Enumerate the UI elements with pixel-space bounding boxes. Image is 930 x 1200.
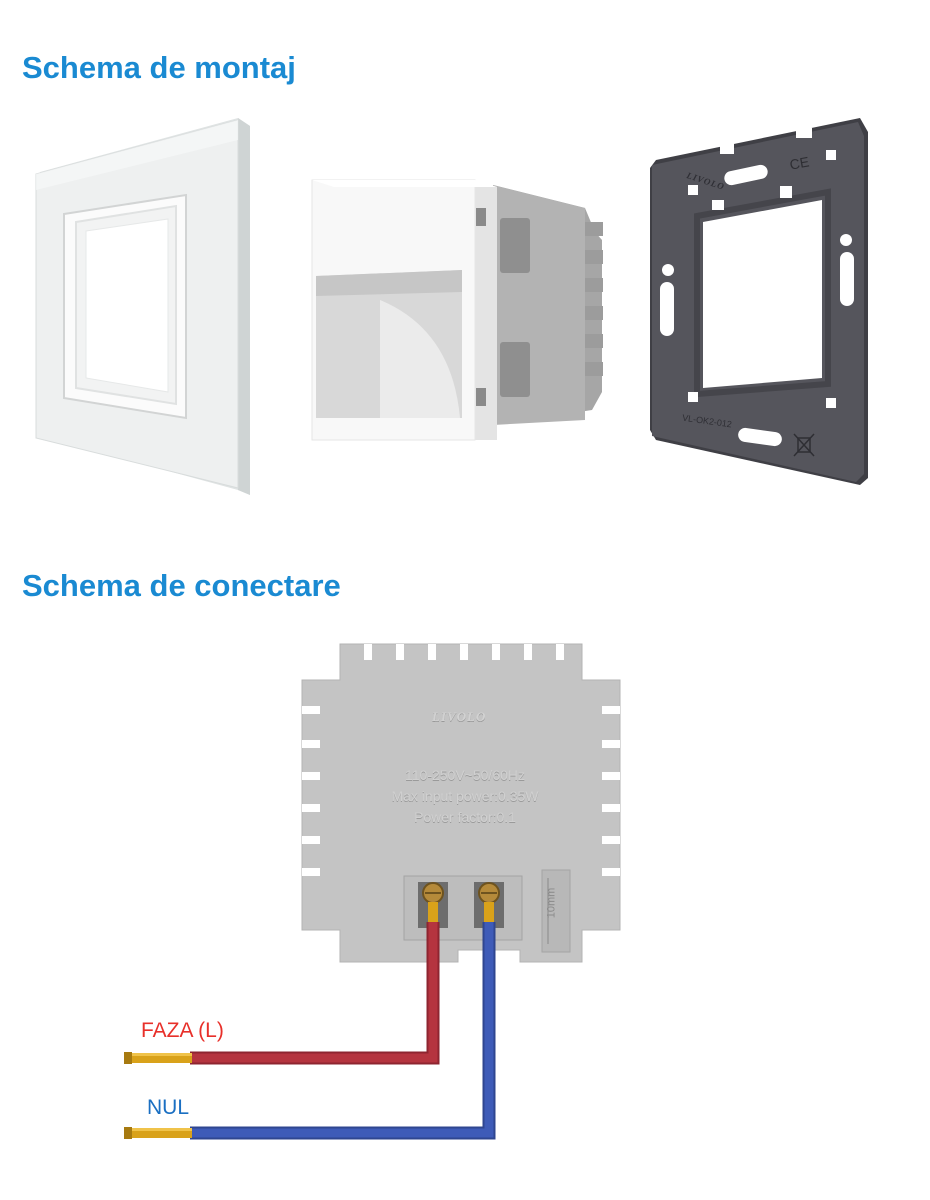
led-module-3d — [311, 179, 603, 441]
module-brand-logo: LIVOLO — [432, 709, 487, 724]
neutral-wire — [124, 902, 496, 1140]
crossed-bin-icon — [793, 433, 815, 457]
metal-mounting-frame — [650, 118, 868, 485]
mounting-diagram-title: Schema de montaj — [22, 50, 296, 85]
svg-text:CE: CE — [788, 154, 810, 173]
phase-wire — [124, 902, 440, 1065]
ce-mark-icon: CE — [788, 154, 810, 173]
module-power-spec: Max input power:0.35W — [391, 788, 539, 804]
module-voltage-spec: 110-250V~50/60Hz — [405, 767, 525, 783]
glass-frame-panel — [35, 118, 250, 495]
phase-wire-label: FAZA (L) — [141, 1019, 224, 1042]
wiring-diagram-title: Schema de conectare — [22, 568, 341, 603]
module-power-factor-spec: Power factor:0.1 — [414, 809, 516, 825]
neutral-wire-label: NUL — [147, 1096, 190, 1119]
strip-length-gauge-label: 10mm — [545, 887, 558, 919]
terminal-screw-right — [478, 882, 500, 904]
terminal-screw-left — [422, 882, 444, 904]
